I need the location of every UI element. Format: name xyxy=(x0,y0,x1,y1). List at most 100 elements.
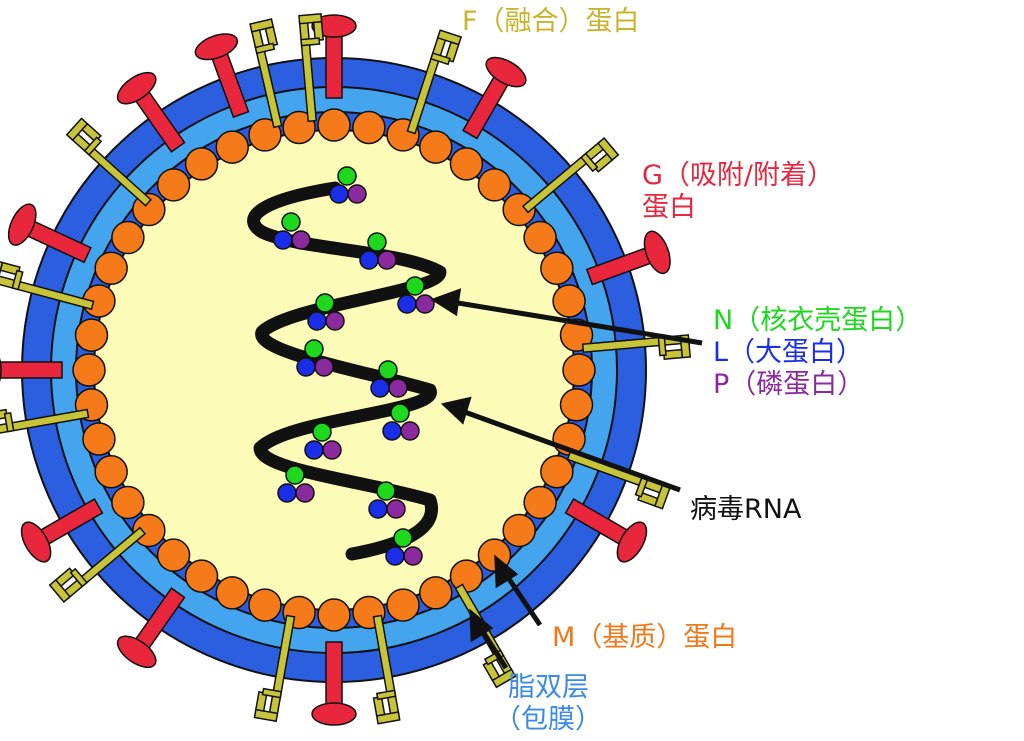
m-protein-bead xyxy=(540,251,574,285)
g-protein-stalk xyxy=(325,641,343,713)
nucleocapsid-cluster xyxy=(277,465,315,503)
f-protein-bar xyxy=(11,269,24,291)
nucleocapsid-cluster xyxy=(385,528,423,566)
l-protein xyxy=(273,230,293,250)
m-protein-bead xyxy=(156,538,191,572)
m-protein-bead xyxy=(94,455,128,489)
m-protein-bead xyxy=(215,576,249,610)
m-protein-bead xyxy=(559,318,594,352)
m-protein-bead xyxy=(317,598,351,632)
n-protein xyxy=(337,166,357,186)
f-protein-tip xyxy=(249,18,275,33)
m-protein-bead xyxy=(352,110,386,145)
m-protein-label: M（基质）蛋白 xyxy=(552,622,738,653)
g-protein-spike xyxy=(462,56,527,140)
arrowhead-rna xyxy=(440,396,472,425)
g-protein-spike xyxy=(116,71,186,153)
m-protein-bead xyxy=(449,147,484,181)
m-protein-bead xyxy=(552,284,586,318)
m-protein-bead xyxy=(184,147,219,181)
annotation-arrows xyxy=(430,288,703,670)
m-protein-bead xyxy=(111,220,145,255)
n-protein-label: N（核衣壳蛋白） xyxy=(713,305,923,336)
g-protein-label-line1: G（吸附/附着） xyxy=(642,160,835,191)
l-protein xyxy=(385,546,405,566)
m-protein-bead xyxy=(248,588,282,622)
p-protein xyxy=(291,230,311,250)
g-protein-stalk xyxy=(325,27,343,99)
m-protein-bead xyxy=(184,559,219,593)
f-protein-spike xyxy=(521,137,620,214)
p-protein xyxy=(322,440,342,460)
m-protein-bead xyxy=(94,251,128,285)
g-protein-head xyxy=(311,702,357,726)
p-protein xyxy=(386,499,406,519)
f-protein-spike xyxy=(0,408,90,436)
m-protein-bead xyxy=(282,110,316,145)
f-protein-bar xyxy=(254,42,276,55)
m-protein-bead xyxy=(523,485,557,520)
l-protein xyxy=(359,250,379,270)
nucleocapsid-cluster xyxy=(359,232,397,270)
n-protein xyxy=(367,232,387,252)
g-protein-spike xyxy=(194,33,250,119)
nucleocapsid-cluster xyxy=(329,166,367,204)
f-protein-bar xyxy=(69,567,88,588)
f-protein-tip xyxy=(65,117,89,142)
f-protein-spike xyxy=(372,614,401,725)
g-protein-stalk xyxy=(0,361,63,379)
nucleocapsid-cluster xyxy=(397,276,435,314)
f-protein-bar xyxy=(657,336,667,357)
m-protein-bead xyxy=(449,559,484,593)
g-protein-spike xyxy=(564,498,648,563)
f-protein-spike xyxy=(48,526,147,603)
n-protein xyxy=(405,276,425,296)
g-protein-head xyxy=(116,71,157,105)
f-protein-bar xyxy=(429,52,451,66)
l-protein xyxy=(304,440,324,460)
arrowhead-n-l-p xyxy=(430,288,462,317)
g-protein-label-line2: 蛋白 xyxy=(642,192,696,223)
g-protein-spike xyxy=(585,230,671,286)
n-protein xyxy=(390,403,410,423)
n-protein xyxy=(285,465,305,485)
p-protein xyxy=(400,421,420,441)
f-protein-bar xyxy=(261,687,283,699)
nucleocapsid-cluster xyxy=(370,360,408,398)
f-protein-bar xyxy=(3,411,15,433)
f-protein-spike xyxy=(253,614,296,723)
g-protein-spikes xyxy=(0,14,671,726)
m-protein-bead xyxy=(156,168,191,202)
l-protein xyxy=(307,311,327,331)
nucleocapsid-cluster xyxy=(296,339,334,377)
n-protein xyxy=(393,528,413,548)
p-protein xyxy=(415,294,435,314)
arrow-rna xyxy=(461,408,681,493)
f-protein-tip xyxy=(436,29,463,46)
p-protein xyxy=(388,378,408,398)
l-protein-label: L（大蛋白） xyxy=(713,337,864,368)
l-protein xyxy=(277,483,297,503)
nucleocapsid-cluster xyxy=(273,212,311,250)
g-protein-head xyxy=(0,347,2,393)
f-protein-hook xyxy=(482,659,501,682)
g-protein-head xyxy=(7,203,37,246)
f-protein-bar xyxy=(580,152,599,173)
g-protein-head xyxy=(643,230,671,275)
l-protein xyxy=(296,357,316,377)
p-protein xyxy=(347,184,367,204)
viral-rna-label: 病毒RNA xyxy=(690,494,802,525)
m-protein-bead xyxy=(523,220,557,255)
m-protein-bead xyxy=(215,130,249,164)
f-protein-tip xyxy=(253,708,279,723)
m-protein-bead xyxy=(111,485,145,520)
m-protein-bead xyxy=(502,513,536,548)
n-protein xyxy=(312,422,332,442)
p-protein xyxy=(314,357,334,377)
f-protein-tip xyxy=(298,12,323,25)
n-protein xyxy=(281,212,301,232)
p-protein-label: P（磷蛋白） xyxy=(713,369,865,400)
g-protein-head xyxy=(194,33,239,61)
m-protein-bead xyxy=(419,576,453,610)
